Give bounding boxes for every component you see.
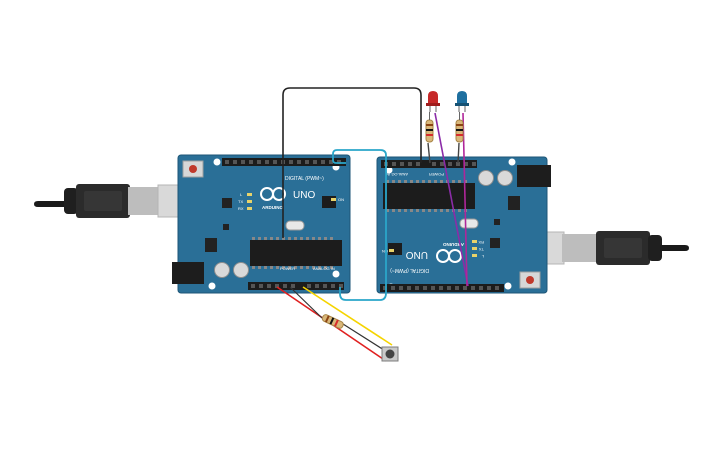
atmega-chip-right bbox=[383, 180, 475, 212]
reset-button-right[interactable] bbox=[519, 271, 541, 289]
power-header-label-left: POWER bbox=[280, 266, 295, 271]
resistor-led-blue[interactable] bbox=[455, 112, 464, 143]
resistor-pulldown[interactable] bbox=[321, 314, 344, 330]
digital-header-label-left: DIGITAL (PWM~) bbox=[285, 176, 324, 182]
led-red[interactable] bbox=[426, 91, 440, 112]
model-label-left: UNO bbox=[293, 190, 315, 201]
arduino-uno-right[interactable]: ANALOG IN POWER DIGITAL (PWM~) UNO ARDUI… bbox=[376, 156, 551, 294]
wire-purple[interactable] bbox=[434, 112, 469, 287]
digital-header-label-right: DIGITAL (PWM~) bbox=[390, 267, 429, 273]
resistor-led-red[interactable] bbox=[425, 112, 434, 143]
wire-yellow[interactable] bbox=[302, 286, 393, 346]
power-analog-header-right[interactable] bbox=[381, 160, 477, 168]
wire-black[interactable] bbox=[282, 87, 422, 238]
analog-header-label-right: ANALOG IN bbox=[386, 172, 408, 177]
brand-label-right: ARDUINO bbox=[443, 242, 464, 247]
status-leds-right bbox=[472, 240, 477, 257]
digital-header-left[interactable] bbox=[222, 158, 346, 166]
on-label-right: ON bbox=[382, 249, 388, 254]
power-jack-left bbox=[172, 262, 204, 284]
wire-magenta[interactable] bbox=[462, 112, 468, 287]
wire-cyan[interactable] bbox=[332, 149, 387, 301]
on-led-left bbox=[331, 198, 336, 201]
pushbutton[interactable] bbox=[381, 346, 399, 362]
brand-label-left: ARDUINO bbox=[262, 205, 283, 210]
led-label-tx-left: TX bbox=[238, 199, 243, 204]
led-label-l-right: L bbox=[481, 254, 484, 259]
on-led-right bbox=[389, 249, 394, 252]
arduino-logo-right bbox=[436, 249, 462, 263]
power-analog-header-left[interactable] bbox=[248, 282, 344, 290]
led-blue[interactable] bbox=[455, 91, 469, 112]
led-label-rx-right: RX bbox=[478, 240, 484, 245]
atmega-chip-left bbox=[250, 237, 342, 269]
model-label-right: UNO bbox=[406, 249, 428, 260]
power-header-label-right: POWER bbox=[429, 172, 444, 177]
analog-header-label-left: ANALOG IN bbox=[313, 266, 335, 271]
power-jack-right bbox=[517, 165, 551, 187]
led-label-rx-left: RX bbox=[238, 206, 244, 211]
on-label-left: ON bbox=[338, 197, 344, 202]
arduino-uno-left[interactable]: DIGITAL (PWM~) POWER ANALOG IN UNO ARDUI… bbox=[172, 154, 351, 294]
status-leds-left bbox=[247, 193, 252, 210]
arduino-logo-left bbox=[260, 187, 286, 201]
led-label-l-left: L bbox=[240, 192, 243, 197]
reset-button-left[interactable] bbox=[182, 160, 204, 178]
led-label-tx-right: TX bbox=[479, 247, 484, 252]
wire-dark-resistor[interactable] bbox=[289, 286, 385, 351]
wire-gray-led[interactable] bbox=[427, 142, 460, 164]
digital-header-right[interactable] bbox=[380, 284, 504, 292]
